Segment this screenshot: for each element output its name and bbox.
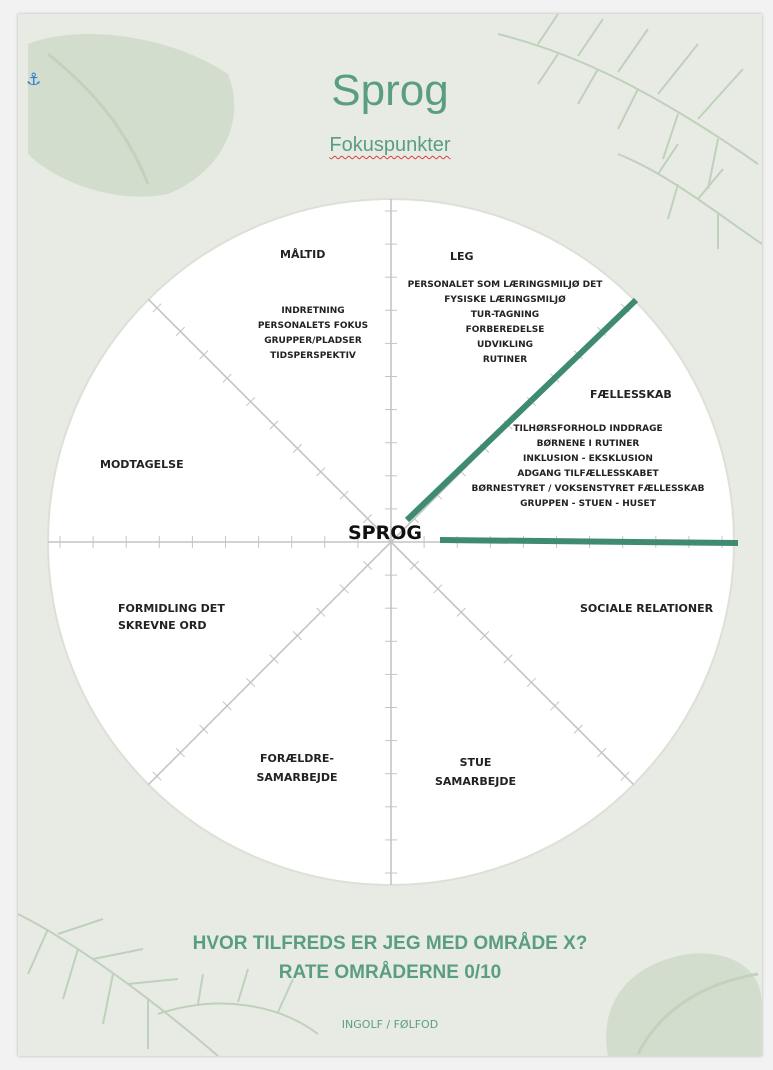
- list-item: RUTINER: [482, 355, 528, 365]
- scale-tick: [433, 584, 443, 594]
- scale-tick: [339, 490, 349, 500]
- scale-tick: [292, 443, 302, 453]
- list-item: PERSONALET SOM LÆRINGSMILJØ DET: [407, 280, 603, 290]
- scale-tick: [222, 701, 232, 711]
- scale-tick: [316, 467, 326, 477]
- rating-line-right: [439, 537, 739, 546]
- scale-tick: [362, 513, 373, 524]
- scale-tick: [152, 771, 162, 781]
- list-item: UDVIKLING: [476, 340, 534, 350]
- list-item: GRUPPEN - STUEN - HUSET: [520, 499, 656, 509]
- scale-tick: [409, 560, 420, 571]
- scale-tick: [269, 420, 279, 430]
- rating-line-upper: [404, 297, 639, 523]
- sector-title-sociale-relationer: SOCIALE RELATIONER: [580, 602, 714, 615]
- list-item: TIDSPERSPEKTIV: [270, 351, 356, 361]
- list-item: INKLUSION - EKSKLUSION: [523, 454, 653, 464]
- sector-title-foraeldre: FORÆLDRE-SAMARBEJDE: [256, 752, 338, 784]
- list-item: FYSISKE LÆRINGSMILJØ: [444, 295, 566, 305]
- scale-tick: [269, 654, 279, 664]
- scale-tick: [503, 654, 513, 664]
- wheel-center-label: SPROG: [348, 522, 422, 544]
- list-item: TUR-TAGNING: [470, 310, 540, 320]
- sector-title-maaltid: MÅLTID: [280, 248, 326, 261]
- scale-tick: [362, 560, 373, 571]
- document-page: ⚓ Sprog Fokuspunkter SPROG MÅLTID INDRET…: [18, 14, 762, 1056]
- list-item: TILHØRSFORHOLD INDDRAGE: [513, 424, 663, 434]
- scale-tick: [175, 326, 185, 336]
- scale-tick: [222, 373, 232, 383]
- sector-title-faellesskab: FÆLLESSKAB: [590, 388, 672, 401]
- scale-tick: [526, 677, 537, 688]
- sector-title-stue: STUE SAMARBEJDE: [434, 756, 516, 788]
- list-item: BØRNESTYRET / VOKSENSTYRET FÆLLESSKAB: [471, 484, 705, 494]
- list-item: GRUPPER/PLADSER: [264, 336, 362, 346]
- anchor-icon[interactable]: ⚓: [26, 70, 42, 90]
- subtitle-text: Fokuspunkter: [329, 134, 451, 156]
- scale-tick: [456, 607, 466, 617]
- page-title: Sprog: [331, 66, 449, 115]
- background-decoration: [18, 14, 762, 1056]
- page-subtitle: Fokuspunkter: [18, 134, 762, 157]
- wheel-spoke: [147, 541, 392, 786]
- scale-tick: [245, 677, 256, 688]
- wheel-spoke: [390, 541, 635, 786]
- list-item: INDRETNING: [281, 306, 345, 316]
- focus-wheel: [47, 198, 739, 886]
- scale-tick: [573, 724, 583, 734]
- sector-list-leg: PERSONALET SOM LÆRINGSMILJØ DET FYSISKE …: [400, 278, 610, 368]
- sector-list-maaltid: INDRETNING PERSONALETS FOKUS GRUPPER/PLA…: [248, 304, 378, 364]
- question-line-2: RATE OMRÅDERNE 0/10: [278, 962, 502, 983]
- list-item: FORBEREDELSE: [465, 325, 545, 335]
- scale-tick: [175, 748, 185, 758]
- list-item: ADGANG TILFÆLLESSKABET: [517, 469, 659, 479]
- scale-tick: [199, 724, 209, 734]
- list-item: BØRNENE I RUTINER: [536, 439, 640, 449]
- footer-credit: INGOLF / FØLFOD: [341, 1018, 439, 1031]
- wheel-spoke: [147, 298, 392, 543]
- scale-tick: [292, 631, 302, 641]
- scale-tick: [245, 396, 256, 407]
- sector-title-modtagelse: MODTAGELSE: [100, 458, 184, 471]
- scale-tick: [480, 631, 490, 641]
- scale-tick: [316, 607, 326, 617]
- scale-tick: [152, 303, 162, 313]
- question-line-1: HVOR TILFREDS ER JEG MED OMRÅDE X?: [192, 933, 588, 954]
- list-item: PERSONALETS FOKUS: [257, 321, 369, 331]
- scale-tick: [550, 701, 560, 711]
- scale-tick: [620, 771, 630, 781]
- rating-question: HVOR TILFREDS ER JEG MED OMRÅDE X? RATE …: [18, 929, 762, 987]
- scale-tick: [597, 748, 607, 758]
- sector-title-leg: LEG: [450, 250, 474, 263]
- scale-tick: [339, 584, 349, 594]
- sector-list-faellesskab: TILHØRSFORHOLD INDDRAGE BØRNENE I RUTINE…: [468, 422, 708, 512]
- scale-tick: [199, 350, 209, 360]
- sector-title-formidling: FORMIDLING DET SKREVNE ORD: [118, 602, 225, 632]
